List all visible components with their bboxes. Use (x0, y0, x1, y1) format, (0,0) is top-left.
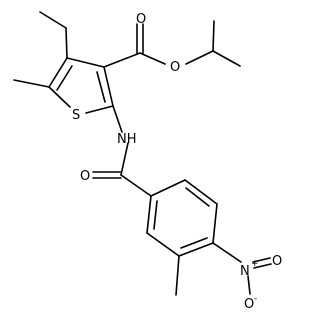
ester-ether-oxygen-label: O (170, 60, 180, 75)
ester-carbonyl-oxygen-label: O (136, 12, 146, 27)
bond-benz-c1-c2 (150, 179, 186, 197)
nitro-single-oxygen-label: O (244, 297, 254, 312)
bond-o-isopropyl-ch (185, 50, 214, 65)
bond-n-o-double-a (252, 257, 271, 263)
bond-nh-amide-c (120, 142, 129, 176)
thiophene-sulfur-label: S (72, 108, 80, 123)
bond-benz-c6-c1-double (153, 200, 158, 230)
bond-benz-c3-c4 (212, 203, 218, 244)
bond-c4-c3 (66, 57, 105, 68)
bond-ethyl-ch2-c4 (65, 27, 68, 59)
bond-benz-c4-c5 (178, 242, 214, 257)
amide-nh-label: NH (117, 132, 137, 147)
bond-benz-c6-c1 (146, 195, 152, 234)
nitro-nitrogen-label: N (240, 264, 250, 279)
bond-c5-methyl (13, 79, 50, 88)
bond-c5-s (48, 86, 71, 108)
bond-ethyl-ch3-ch2 (39, 11, 67, 29)
bond-n-o-double-b (253, 263, 272, 269)
bond-s-c2 (85, 105, 114, 114)
nitro-oxygen-charge: - (254, 294, 257, 304)
bond-amide-c-benzene (120, 174, 152, 197)
bond-c3-ester-c (103, 52, 141, 68)
bond-isopropyl-ch-ch3-b (212, 50, 241, 67)
nitro-nitrogen-charge: + (251, 259, 259, 269)
bond-c4-c5-double (56, 65, 73, 91)
bond-benz-methyl (175, 255, 180, 296)
bond-benz-nitro-n (212, 242, 242, 263)
bond-isopropyl-ch-ch3-a (212, 20, 215, 52)
bond-benz-c2-c3 (184, 179, 218, 205)
molecule-structure: O O S NH O N + O O - (13, 11, 282, 312)
bond-n-o-single (247, 275, 251, 295)
bond-ester-c-o-single (139, 52, 166, 65)
bond-benz-c2-c3-double (185, 187, 210, 207)
bond-benz-c4-c5-double (180, 237, 208, 249)
bond-c4-c5 (48, 57, 68, 88)
bond-c2-c3-double (96, 71, 106, 103)
bond-benz-c5-c6 (146, 232, 180, 257)
nitro-double-oxygen-label: O (272, 254, 282, 269)
bond-c2-c3 (103, 66, 114, 107)
bond-c2-nh (112, 105, 123, 133)
amide-carbonyl-oxygen-label: O (80, 169, 90, 184)
